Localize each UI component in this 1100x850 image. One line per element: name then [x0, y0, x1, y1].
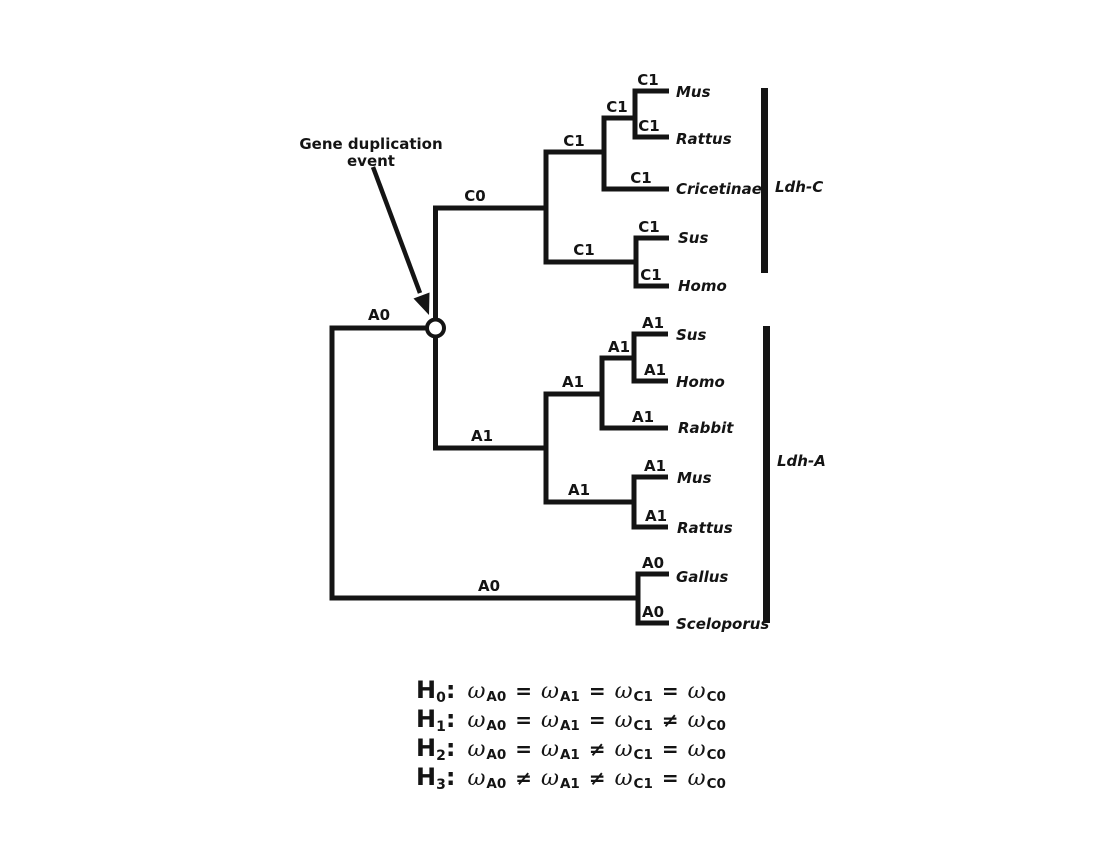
clade-bar-label-ldhc: Ldh-C — [775, 178, 823, 196]
branch-label-c-rattus: C1 — [638, 117, 659, 135]
branch-label-a-homo: A1 — [644, 361, 666, 379]
branch-label-c-upper: C1 — [563, 132, 584, 150]
relation-operator: = — [515, 708, 533, 732]
tip-label-ldhc-mus: Mus — [676, 83, 711, 101]
omega-term: ωC1 — [614, 766, 653, 792]
tip-label-ldha-mus: Mus — [677, 469, 712, 487]
omega-term: ωC0 — [687, 679, 726, 705]
hypothesis-h1: H1: ωA0 = ωA1 = ωC1 ≠ ωC0 — [416, 705, 726, 735]
branch-label-c-cricetinae: C1 — [630, 169, 651, 187]
annotation-line1: Gene duplication — [299, 135, 442, 153]
omega-term: ωC0 — [687, 737, 726, 763]
tip-label-ldha-rattus: Rattus — [677, 519, 733, 537]
tip-label-gallus: Gallus — [676, 568, 728, 586]
tip-label-ldhc-rattus: Rattus — [676, 130, 732, 148]
branch-label-a0-root: A0 — [368, 306, 390, 324]
branch-label-a-sushomo: A1 — [608, 338, 630, 356]
relation-operator: = — [661, 766, 679, 790]
hypothesis-label: H0: — [416, 676, 456, 706]
relation-operator: = — [661, 679, 679, 703]
omega-term: ωA0 — [467, 708, 507, 734]
hypothesis-label: H2: — [416, 734, 456, 764]
tip-label-ldha-rabbit: Rabbit — [678, 419, 734, 437]
omega-term: ωC0 — [687, 708, 726, 734]
omega-term: ωA1 — [541, 708, 580, 734]
clade-bar-ldha — [763, 326, 770, 623]
annotation-arrow-icon — [370, 166, 430, 315]
relation-operator: = — [515, 679, 533, 703]
tip-label-ldhc-homo: Homo — [678, 277, 727, 295]
relation-operator: = — [588, 708, 606, 732]
hypothesis-h0: H0: ωA0 = ωA1 = ωC1 = ωC0 — [416, 676, 726, 706]
omega-term: ωC0 — [687, 766, 726, 792]
omega-term: ωA1 — [541, 679, 580, 705]
omega-term: ωA0 — [467, 679, 507, 705]
omega-term: ωA1 — [541, 737, 580, 763]
relation-operator: = — [661, 737, 679, 761]
omega-term: ωC1 — [614, 708, 653, 734]
gene-duplication-node-icon — [425, 317, 446, 339]
relation-operator: ≠ — [588, 766, 606, 790]
annotation-line2: event — [347, 152, 395, 170]
tip-label-ldha-sus: Sus — [676, 326, 706, 344]
clade-bar-label-ldha: Ldh-A — [777, 452, 826, 470]
tip-label-ldhc-sus: Sus — [678, 229, 708, 247]
branch-label-a0-outgroup: A0 — [478, 577, 500, 595]
hypothesis-h2: H2: ωA0 = ωA1 ≠ ωC1 = ωC0 — [416, 734, 726, 764]
tip-label-ldha-homo: Homo — [676, 373, 725, 391]
branch-label-sceloporus: A0 — [642, 603, 664, 621]
branch-label-c-sus: C1 — [638, 218, 659, 236]
hypothesis-label: H3: — [416, 763, 456, 793]
branch-label-c-sushomo: C1 — [573, 241, 594, 259]
branch-label-c0: C0 — [464, 187, 485, 205]
tip-label-sceloporus: Sceloporus — [676, 615, 769, 633]
branch-label-a-rattus: A1 — [645, 507, 667, 525]
omega-term: ωA1 — [541, 766, 580, 792]
branch-label-a-rabbit: A1 — [632, 408, 654, 426]
branch-label-c-mus: C1 — [637, 71, 658, 89]
branch-label-a-sus: A1 — [642, 314, 664, 332]
omega-term: ωA0 — [467, 766, 507, 792]
omega-term: ωA0 — [467, 737, 507, 763]
branch-label-a-upper: A1 — [562, 373, 584, 391]
branch-label-c-homo: C1 — [640, 266, 661, 284]
branch-label-gallus: A0 — [642, 554, 664, 572]
clade-bar-ldhc — [761, 88, 768, 273]
tip-label-ldhc-cricetinae: Cricetinae — [676, 180, 762, 198]
branch-label-a-musrattus: A1 — [568, 481, 590, 499]
omega-term: ωC1 — [614, 737, 653, 763]
hypothesis-h3: H3: ωA0 ≠ ωA1 ≠ ωC1 = ωC0 — [416, 763, 726, 793]
relation-operator: ≠ — [588, 737, 606, 761]
relation-operator: ≠ — [515, 766, 533, 790]
relation-operator: = — [588, 679, 606, 703]
branch-label-c-musrattus: C1 — [606, 98, 627, 116]
tree-branches — [329, 88, 669, 626]
hypothesis-label: H1: — [416, 705, 456, 735]
branch-label-a1-stem: A1 — [471, 427, 493, 445]
relation-operator: = — [515, 737, 533, 761]
omega-term: ωC1 — [614, 679, 653, 705]
branch-label-a-mus: A1 — [644, 457, 666, 475]
relation-operator: ≠ — [661, 708, 679, 732]
